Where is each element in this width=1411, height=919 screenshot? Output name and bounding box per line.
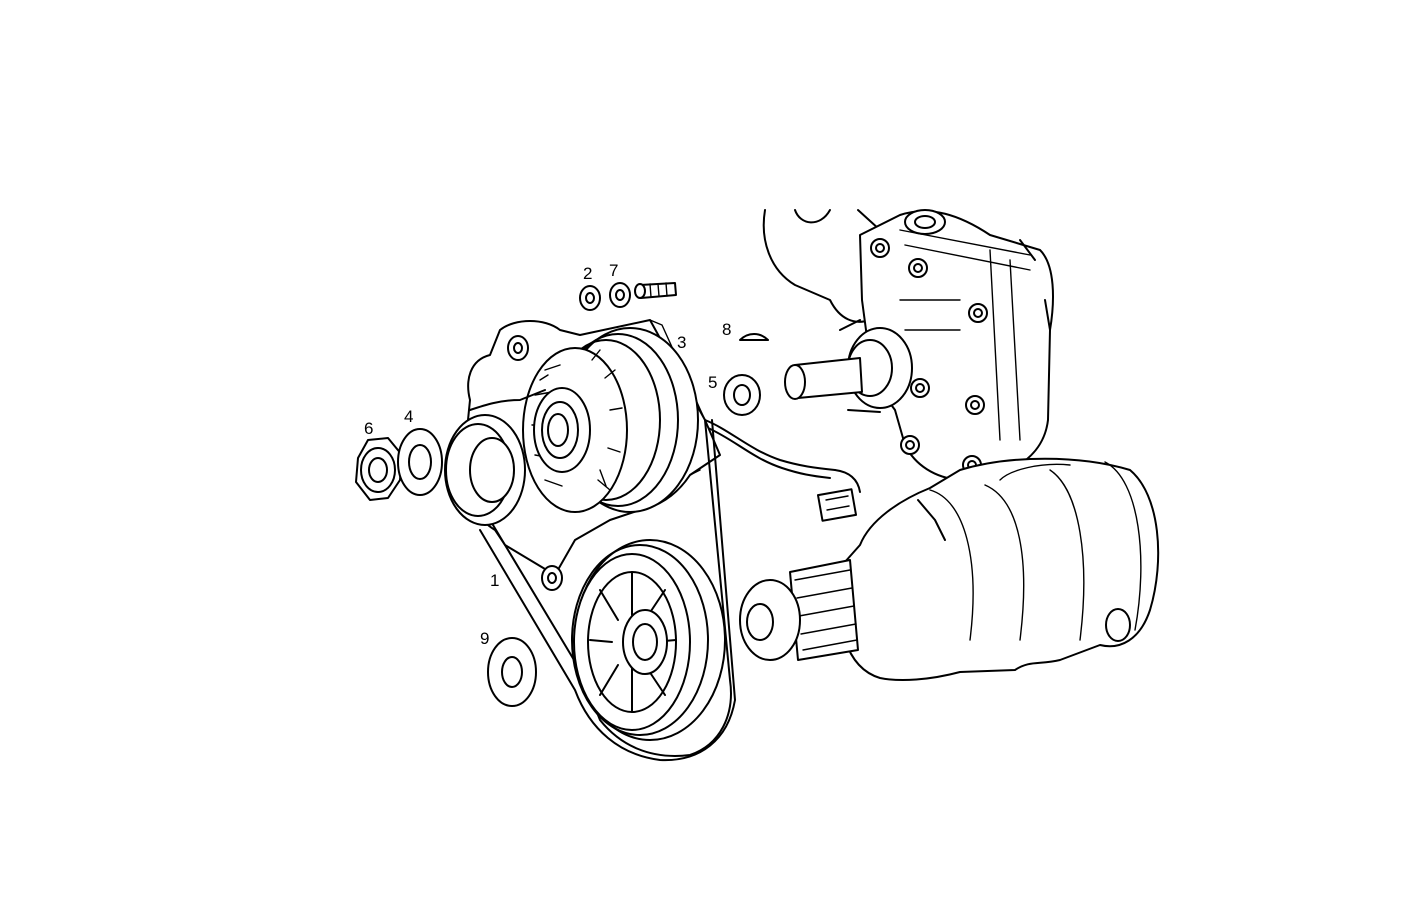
drive-belt bbox=[469, 389, 736, 762]
part-5-seal bbox=[723, 374, 761, 416]
callout-labels: 1 2 3 4 5 6 7 8 9 bbox=[364, 261, 731, 648]
callout-8: 8 bbox=[722, 320, 731, 339]
stud-bolt bbox=[634, 282, 677, 299]
callout-1: 1 bbox=[490, 571, 499, 590]
callout-6: 6 bbox=[364, 419, 373, 438]
part-4-washer bbox=[397, 428, 443, 496]
wiring-harness bbox=[704, 419, 861, 522]
crankshaft-pulley bbox=[571, 539, 726, 741]
part-9-washer bbox=[487, 637, 537, 707]
part-2-nut bbox=[579, 285, 601, 311]
engine-block-housing bbox=[762, 209, 1054, 481]
callout-5: 5 bbox=[708, 373, 717, 392]
callout-2: 2 bbox=[583, 264, 592, 283]
callout-3: 3 bbox=[677, 333, 686, 352]
callout-7: 7 bbox=[609, 261, 618, 280]
part-7-washer bbox=[609, 282, 631, 308]
part-8-woodruff-key bbox=[739, 333, 769, 341]
part-1-spacer-ring bbox=[444, 414, 526, 526]
pump-drive-shaft bbox=[784, 319, 913, 413]
crankshaft bbox=[739, 457, 1160, 681]
part-6-nut bbox=[355, 437, 403, 501]
callout-9: 9 bbox=[480, 629, 489, 648]
callout-4: 4 bbox=[404, 407, 413, 426]
alternator-pulley bbox=[522, 327, 699, 513]
